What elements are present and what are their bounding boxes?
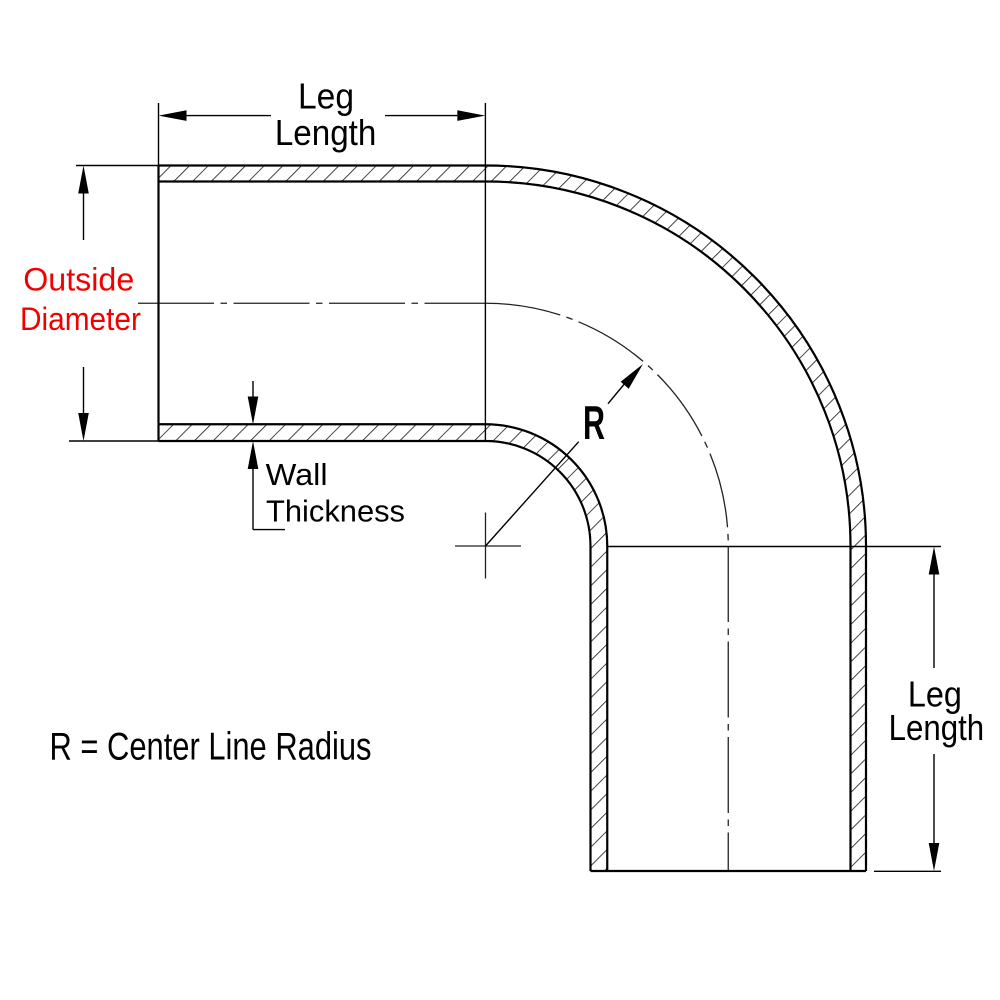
svg-text:Outside: Outside — [23, 262, 134, 298]
svg-text:Length: Length — [275, 112, 377, 153]
svg-text:Wall: Wall — [266, 458, 328, 492]
svg-text:R = Center Line Radius: R = Center Line Radius — [50, 726, 372, 769]
svg-text:Leg: Leg — [298, 76, 354, 117]
svg-text:Diameter: Diameter — [20, 301, 141, 337]
svg-text:Thickness: Thickness — [266, 495, 405, 529]
svg-text:Length: Length — [889, 707, 985, 748]
svg-text:Leg: Leg — [908, 674, 962, 715]
svg-text:R: R — [583, 396, 605, 449]
